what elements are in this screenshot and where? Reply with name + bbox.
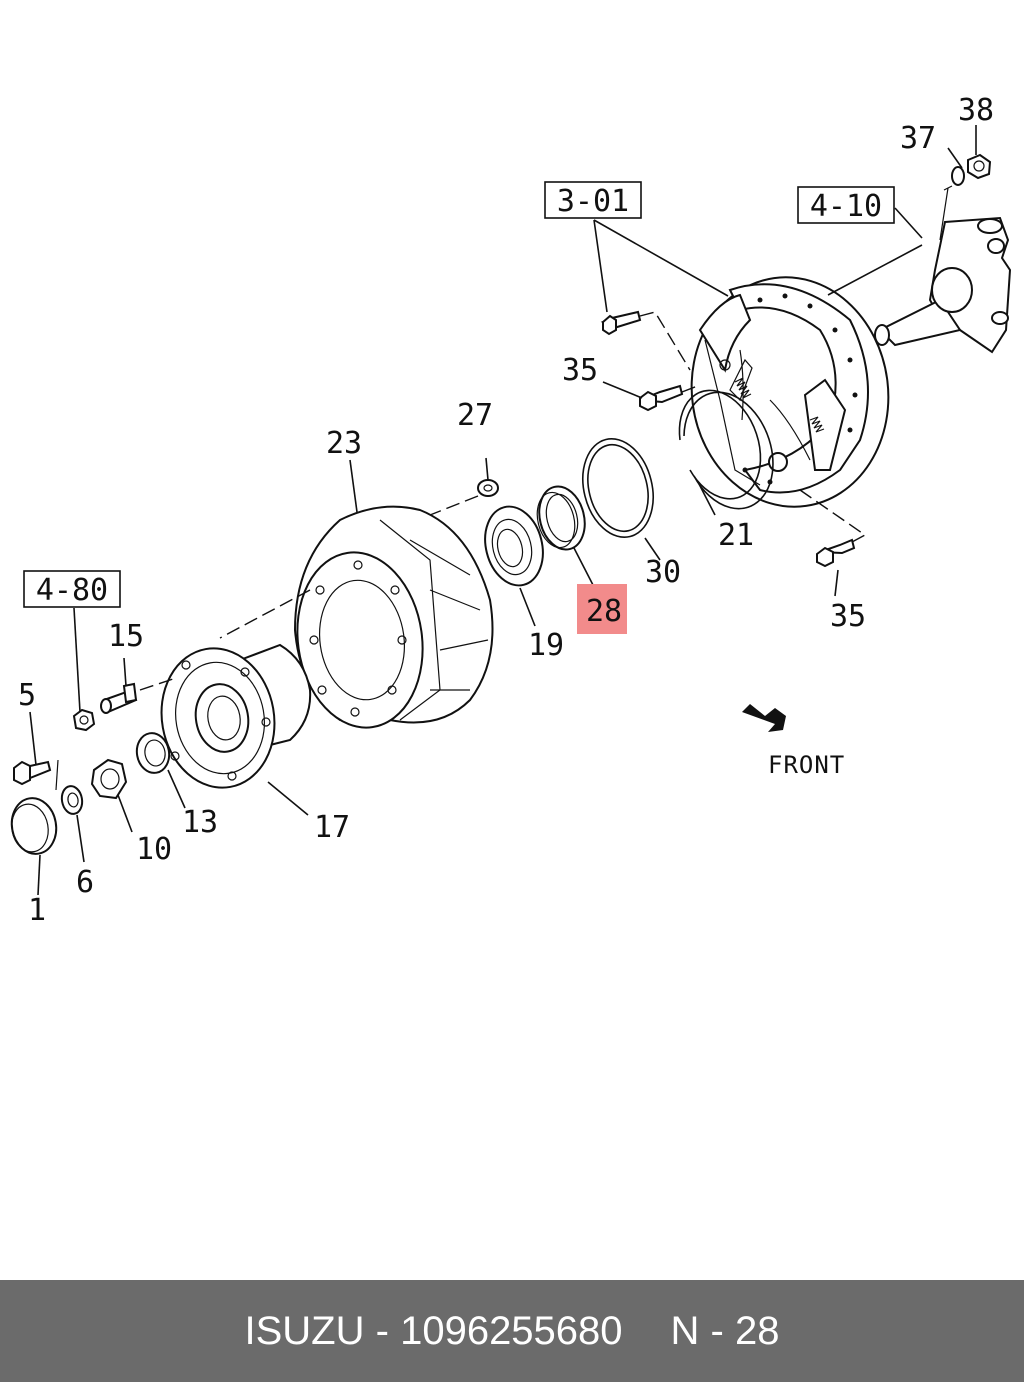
footer-dash: - [375, 1308, 389, 1353]
ring-30 [582, 437, 654, 539]
callout-35-lower[interactable]: 35 [830, 599, 866, 634]
callout-15[interactable]: 15 [108, 619, 144, 654]
front-direction-indicator: FRONT [742, 704, 845, 779]
ref-box-4-10[interactable]: 4-10 [797, 186, 895, 224]
oil-seal-28 [536, 485, 586, 551]
leader-lines [29, 125, 977, 896]
ref-label-3-01: 3-01 [557, 184, 629, 219]
bearing-19 [484, 505, 544, 587]
callout-28[interactable]: 28 [586, 594, 622, 629]
exploded-parts-diagram: 3-01 4-10 4-80 38 37 35 27 23 21 30 28 3… [10, 93, 1012, 928]
ref-box-3-01[interactable]: 3-01 [544, 181, 642, 219]
footer-part-number: 1096255680 [400, 1308, 623, 1353]
brake-backing-plate-assembly [690, 276, 890, 508]
footer-page-ref: N - 28 [670, 1308, 780, 1353]
ref-label-4-10: 4-10 [810, 189, 882, 224]
hub-bolt-15 [100, 682, 138, 714]
highlight-28 [577, 584, 627, 634]
bolt-35-upper [639, 384, 684, 412]
brake-drum-23 [293, 505, 494, 729]
washer-27 [477, 479, 499, 497]
hub-nut-10 [90, 758, 128, 800]
callout-21[interactable]: 21 [718, 518, 754, 553]
washer-6 [60, 785, 84, 815]
washer-37 [951, 166, 965, 186]
callout-23[interactable]: 23 [326, 426, 362, 461]
callout-13[interactable]: 13 [182, 805, 218, 840]
callout-37[interactable]: 37 [900, 121, 936, 156]
callout-17[interactable]: 17 [314, 810, 350, 845]
hub-cap-1 [10, 797, 58, 855]
callout-labels: 38 37 35 27 23 21 30 28 35 19 15 5 13 17… [18, 93, 994, 928]
front-label: FRONT [768, 751, 845, 779]
footer-bar: ISUZU - 1096255680 N - 28 [0, 1280, 1024, 1382]
callout-38[interactable]: 38 [958, 93, 994, 128]
bearing-13 [135, 732, 171, 774]
front-arrow-icon [742, 704, 786, 732]
ref-box-4-80[interactable]: 4-80 [23, 570, 121, 608]
callout-30[interactable]: 30 [645, 555, 681, 590]
callout-19[interactable]: 19 [528, 628, 564, 663]
callout-10[interactable]: 10 [136, 832, 172, 867]
bolt-35-lower [816, 538, 856, 568]
bolt-upper [600, 310, 642, 336]
callout-27[interactable]: 27 [457, 398, 493, 433]
nut-38 [967, 153, 992, 180]
footer-brand: ISUZU [244, 1308, 365, 1353]
callout-1[interactable]: 1 [28, 893, 46, 928]
snap-ring-21 [678, 389, 774, 510]
callout-35-upper[interactable]: 35 [562, 353, 598, 388]
nut-4-80 [72, 708, 96, 732]
callout-5[interactable]: 5 [18, 678, 36, 713]
bolt-5 [13, 760, 52, 786]
ref-label-4-80: 4-80 [36, 573, 108, 608]
hub-17 [160, 643, 312, 789]
callout-6[interactable]: 6 [76, 865, 94, 900]
steering-knuckle [874, 185, 1012, 354]
